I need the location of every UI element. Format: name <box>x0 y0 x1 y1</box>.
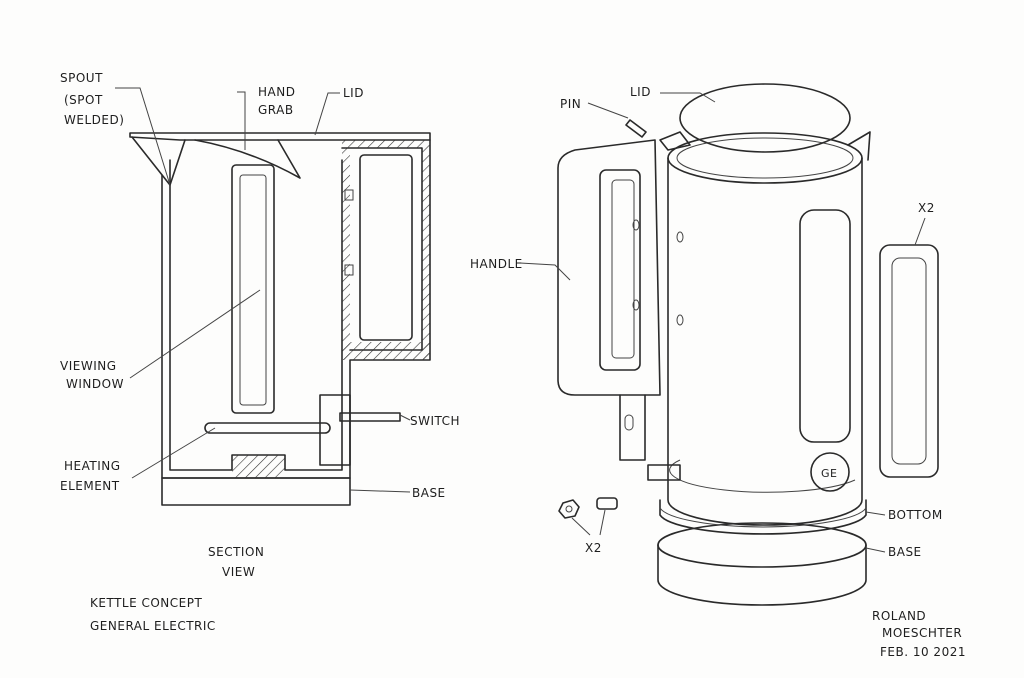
title-line-1: KETTLE CONCEPT <box>90 596 202 610</box>
label-x2-window: X2 <box>918 201 935 215</box>
label-bottom: BOTTOM <box>888 508 943 522</box>
signature-last-name: MOESCHTER <box>882 626 962 640</box>
label-switch: SWITCH <box>410 414 460 428</box>
exploded-lid <box>679 83 851 153</box>
title-line-2: GENERAL ELECTRIC <box>90 619 216 633</box>
label-hand-grab-2: GRAB <box>258 103 294 117</box>
label-base-section: BASE <box>412 486 446 500</box>
section-viewing-window <box>231 164 275 414</box>
section-hand-grab <box>194 139 301 179</box>
exploded-body-window <box>799 209 851 443</box>
signature-first-name: ROLAND <box>872 609 926 623</box>
section-switch <box>319 394 351 466</box>
exploded-view: GE <box>519 83 939 606</box>
exploded-bottom <box>659 499 867 535</box>
label-spout: SPOUT <box>60 71 103 85</box>
label-base-exploded: BASE <box>888 545 922 559</box>
hex-nut <box>558 499 580 519</box>
screw <box>596 497 618 510</box>
exploded-window-insert <box>879 244 939 478</box>
label-spout-note: (SPOT <box>64 93 103 107</box>
label-heating-element-2: ELEMENT <box>60 479 120 493</box>
exploded-handle <box>557 139 661 396</box>
label-lid-section: LID <box>343 86 364 100</box>
section-view-caption: SECTION <box>208 545 264 559</box>
exploded-switch <box>647 464 681 481</box>
label-viewing-window: VIEWING <box>60 359 117 373</box>
section-view-caption-2: VIEW <box>222 565 255 579</box>
label-pin: PIN <box>560 97 581 111</box>
section-body <box>161 139 431 479</box>
section-handle <box>341 147 423 351</box>
label-hand-grab: HAND <box>258 85 295 99</box>
ge-logo-text: GE <box>821 467 837 480</box>
label-spout-note-2: WELDED) <box>64 113 124 127</box>
section-view <box>115 87 431 506</box>
exploded-base <box>657 544 867 606</box>
section-heating-element <box>204 422 331 434</box>
exploded-body <box>667 157 863 526</box>
label-viewing-window-2: WINDOW <box>66 377 124 391</box>
label-heating-element: HEATING <box>64 459 121 473</box>
label-handle: HANDLE <box>470 257 523 271</box>
label-lid-exploded: LID <box>630 85 651 99</box>
section-spout <box>131 136 186 186</box>
section-base <box>161 477 351 506</box>
section-lid <box>129 132 431 141</box>
exploded-pin <box>625 119 647 138</box>
ge-logo <box>810 452 850 492</box>
label-x2-fasteners: X2 <box>585 541 602 555</box>
signature-date: FEB. 10 2021 <box>880 645 966 659</box>
